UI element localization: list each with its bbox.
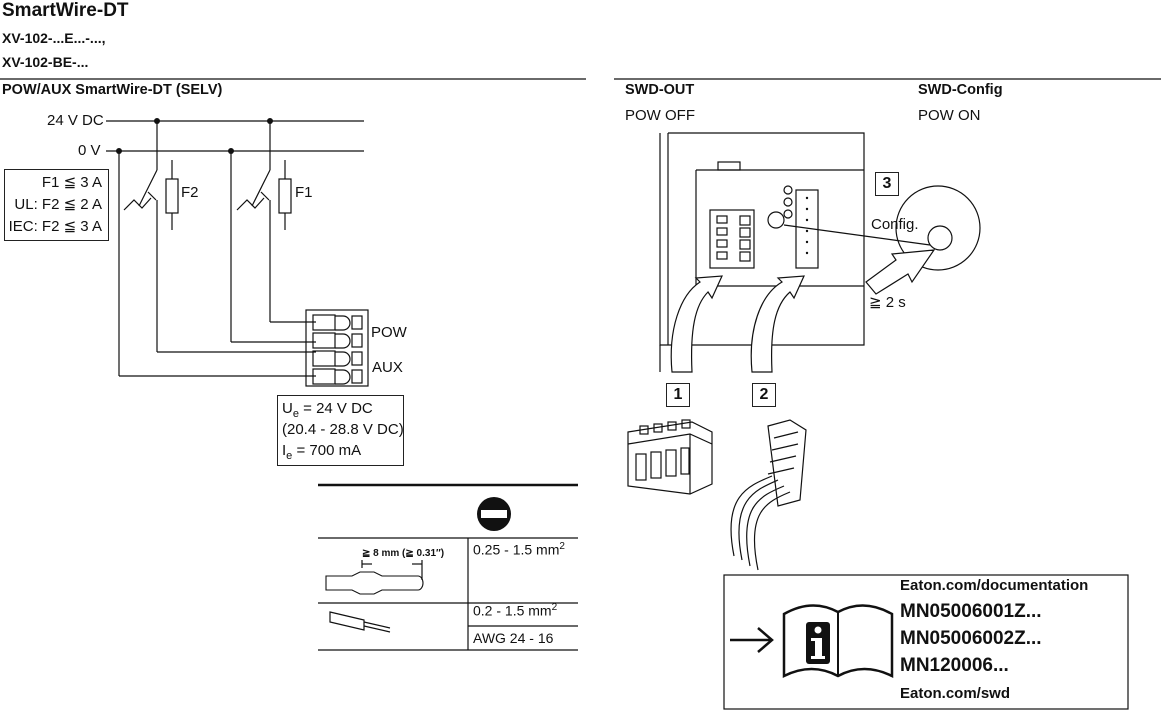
fuse-rating-f1: F1 ≦ 3 A [41, 174, 102, 191]
doc-manual-1: MN05006001Z... [900, 601, 1042, 622]
documentation-box [723, 574, 1129, 710]
model-line-2: XV-102-BE-... [2, 54, 89, 70]
step-2-badge: 2 [752, 383, 776, 407]
wire-size-solid: 0.2 - 1.5 mm2 [473, 602, 558, 619]
fuse-rating-ul: UL: F2 ≦ 2 A [14, 196, 102, 213]
fuse-f1-label: F1 [295, 184, 313, 201]
terminal-block [305, 309, 369, 387]
rail-0v-label: 0 V [78, 142, 101, 159]
junction-dot [154, 118, 160, 124]
terminal-pow-label: POW [371, 324, 407, 341]
spec-range: (20.4 - 28.8 V DC) [282, 421, 404, 438]
fuse-f1-body [278, 178, 292, 214]
spec-ue: Ue = 24 V DC [282, 400, 373, 420]
swd-connector-right [795, 189, 819, 269]
page-title: SmartWire-DT [2, 0, 129, 21]
wire-size-awg: AWG 24 - 16 [473, 630, 554, 646]
wire-size-ferrule: 0.25 - 1.5 mm2 [473, 541, 565, 558]
spec-ie: Ie = 700 mA [282, 442, 362, 462]
junction-dot [267, 118, 273, 124]
doc-manual-2: MN05006002Z... [900, 628, 1042, 649]
config-label: Config. [871, 216, 919, 233]
strip-length-label: ≧ 8 mm (≧ 0.31″) [362, 548, 445, 559]
hold-time-label: ≧ 2 s [869, 294, 906, 311]
terminal-aux-label: AUX [372, 359, 403, 376]
swd-out-title: SWD-OUT [625, 82, 695, 98]
fuse-f2-body [165, 178, 179, 214]
doc-manual-3: MN120006... [900, 655, 1009, 676]
fuse-ratings-box: F1 ≦ 3 A UL: F2 ≦ 2 A IEC: F2 ≦ 3 A [4, 169, 109, 241]
swd-config-title: SWD-Config [918, 82, 1003, 98]
rail-24v-label: 24 V DC [47, 112, 104, 129]
swd-config-state: POW ON [918, 107, 981, 124]
step-3-badge: 3 [875, 172, 899, 196]
config-button-zoom [895, 185, 981, 271]
junction-dot [228, 148, 234, 154]
doc-link-swd[interactable]: Eaton.com/swd [900, 685, 1011, 702]
swd-out-state: POW OFF [625, 107, 695, 124]
supply-spec-box: Ue = 24 V DC (20.4 - 28.8 V DC) Ie = 700… [277, 395, 404, 466]
swd-connector-left [709, 209, 755, 269]
fuse-rating-iec: IEC: F2 ≦ 3 A [8, 218, 102, 235]
section-pow-aux-title: POW/AUX SmartWire-DT (SELV) [2, 82, 223, 98]
doc-link-documentation[interactable]: Eaton.com/documentation [900, 577, 1089, 594]
fuse-f2-label: F2 [181, 184, 199, 201]
model-line-1: XV-102-...E...-..., [2, 30, 106, 46]
step-1-badge: 1 [666, 383, 690, 407]
junction-dot [116, 148, 122, 154]
